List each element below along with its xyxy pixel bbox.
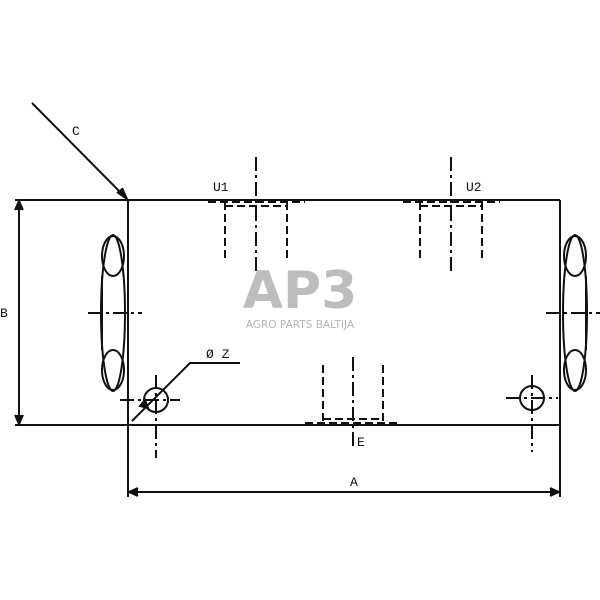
dimension-a-arrows [126,487,562,497]
right-nut [562,234,588,392]
leader-c [31,102,128,200]
label-a: A [350,475,358,490]
leader-c-arrow [116,187,130,202]
label-u2: U2 [466,180,482,195]
label-c: C [72,124,80,139]
watermark-name: AGRO PARTS BALTIJA [246,319,355,331]
label-u1: U1 [213,180,229,195]
dimension-b-arrows [14,198,24,427]
label-e: E [357,435,365,450]
label-z: Ø Z [206,347,230,362]
leader-z [131,362,240,422]
label-b: B [0,306,8,321]
watermark-logo: AP3 [243,261,358,321]
